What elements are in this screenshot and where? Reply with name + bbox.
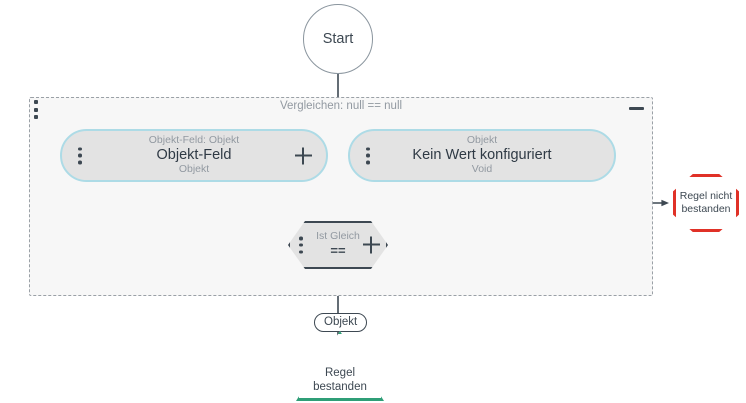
output-type-pill: Objekt [314,313,368,332]
terminal-regel-bestanden[interactable]: Regel bestanden [296,331,384,401]
start-node[interactable]: Start [303,4,373,74]
triangle-shape [296,331,384,401]
node-objekt-feld-bottom-label: Objekt [178,163,210,176]
drag-dots-icon[interactable] [366,147,370,164]
node-objekt-feld[interactable]: Objekt-Feld: Objekt Objekt-Feld Objekt [60,129,328,182]
drag-dots-icon[interactable] [299,236,303,254]
node-kein-wert-konfiguriert[interactable]: Objekt Kein Wert konfiguriert Void [348,129,616,182]
comparison-group-title: Vergleichen: null == null [279,100,403,112]
node-operator-ist-gleich[interactable]: Ist Gleich == [288,221,388,269]
node-kein-wert-konfiguriert-top-label: Objekt [466,134,498,147]
octagon-shape [673,174,739,232]
node-kein-wert-konfiguriert-bottom-label: Void [471,163,493,176]
node-objekt-feld-top-label: Objekt-Feld: Objekt [148,134,240,147]
minus-icon[interactable] [626,100,646,116]
node-kein-wert-konfiguriert-text: Objekt Kein Wert konfiguriert Void [412,134,552,176]
drag-dots-icon[interactable] [78,147,82,164]
plus-icon[interactable] [295,147,312,164]
terminal-regel-nicht-bestanden[interactable]: Regel nicht bestanden [673,174,739,232]
node-objekt-feld-text: Objekt-Feld: Objekt Objekt-Feld Objekt [148,134,240,176]
node-kein-wert-konfiguriert-main-label: Kein Wert konfiguriert [412,146,552,163]
minus-icon-bar [628,106,644,110]
drag-dots-icon[interactable] [33,100,38,119]
node-objekt-feld-main-label: Objekt-Feld [156,146,232,163]
start-node-label: Start [322,31,354,47]
plus-icon[interactable] [363,236,380,254]
